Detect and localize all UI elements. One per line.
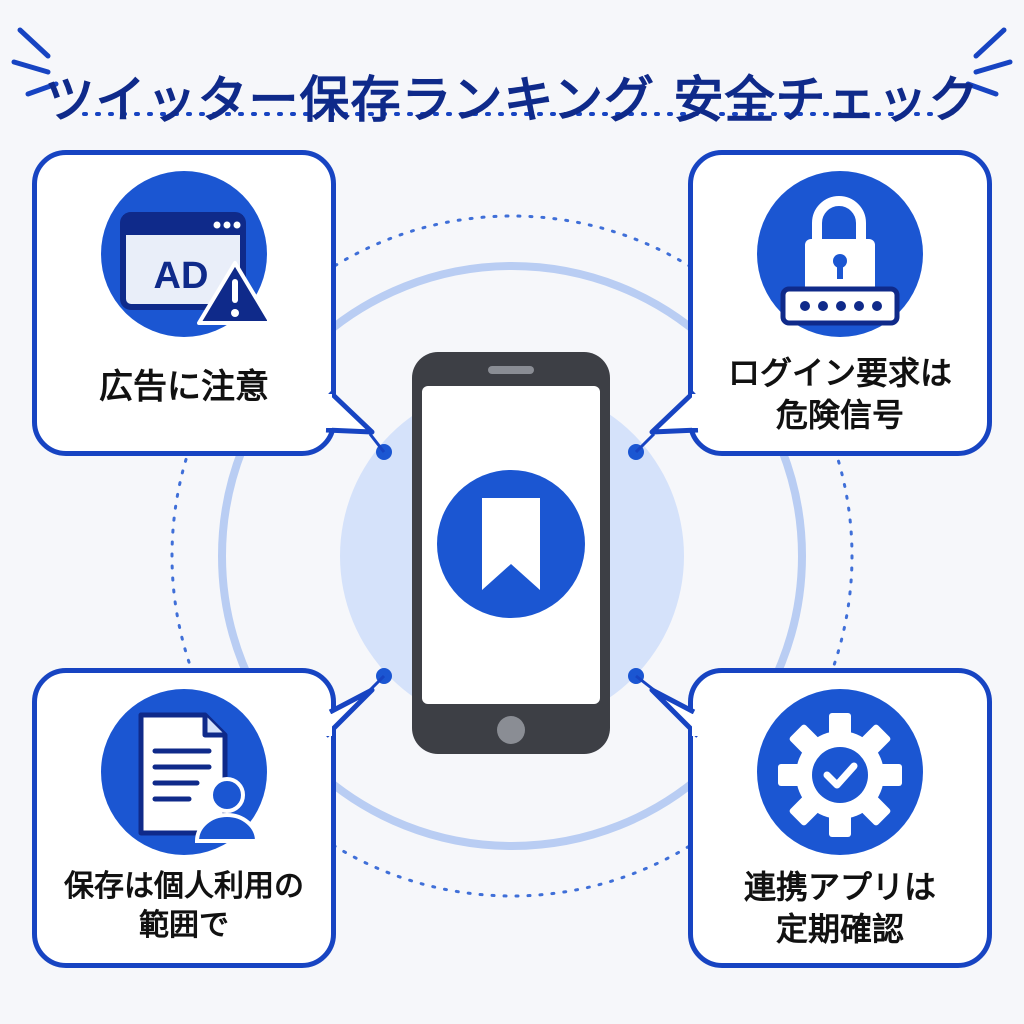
dotted-outer-ring (170, 214, 854, 898)
card-personal-label: 保存は個人利用の 範囲で (37, 867, 331, 945)
card-apps-line2: 定期確認 (775, 909, 904, 948)
outer-ring (218, 262, 806, 850)
card-ad-warning: AD 広告に注意 (32, 150, 336, 456)
card-personal-line1: 保存は個人利用の (64, 869, 304, 904)
ad-warning-icon: AD (101, 171, 267, 337)
card-login-line2: 危険信号 (775, 395, 904, 434)
lock-password-icon (757, 171, 923, 337)
svg-text:AD: AD (154, 255, 209, 297)
card-personal-line2: 範囲で (139, 908, 229, 943)
gear-check-icon (757, 689, 923, 855)
card-login-label: ログイン要求は 危険信号 (693, 353, 987, 436)
document-user-icon (101, 689, 267, 855)
card-personal-use: 保存は個人利用の 範囲で (32, 668, 336, 968)
card-ad-label: 広告に注意 (99, 367, 269, 407)
card-apps-label: 連携アプリは 定期確認 (693, 867, 987, 950)
card-linked-apps: 連携アプリは 定期確認 (688, 668, 992, 968)
page-title: ツイッター保存ランキング 安全チェック (44, 70, 980, 129)
card-apps-line1: 連携アプリは (743, 868, 936, 906)
burst-lines-right (965, 27, 1013, 97)
burst-lines-left (11, 27, 59, 97)
card-login-danger: ログイン要求は 危険信号 (688, 150, 992, 456)
card-login-line1: ログイン要求は (727, 354, 952, 392)
